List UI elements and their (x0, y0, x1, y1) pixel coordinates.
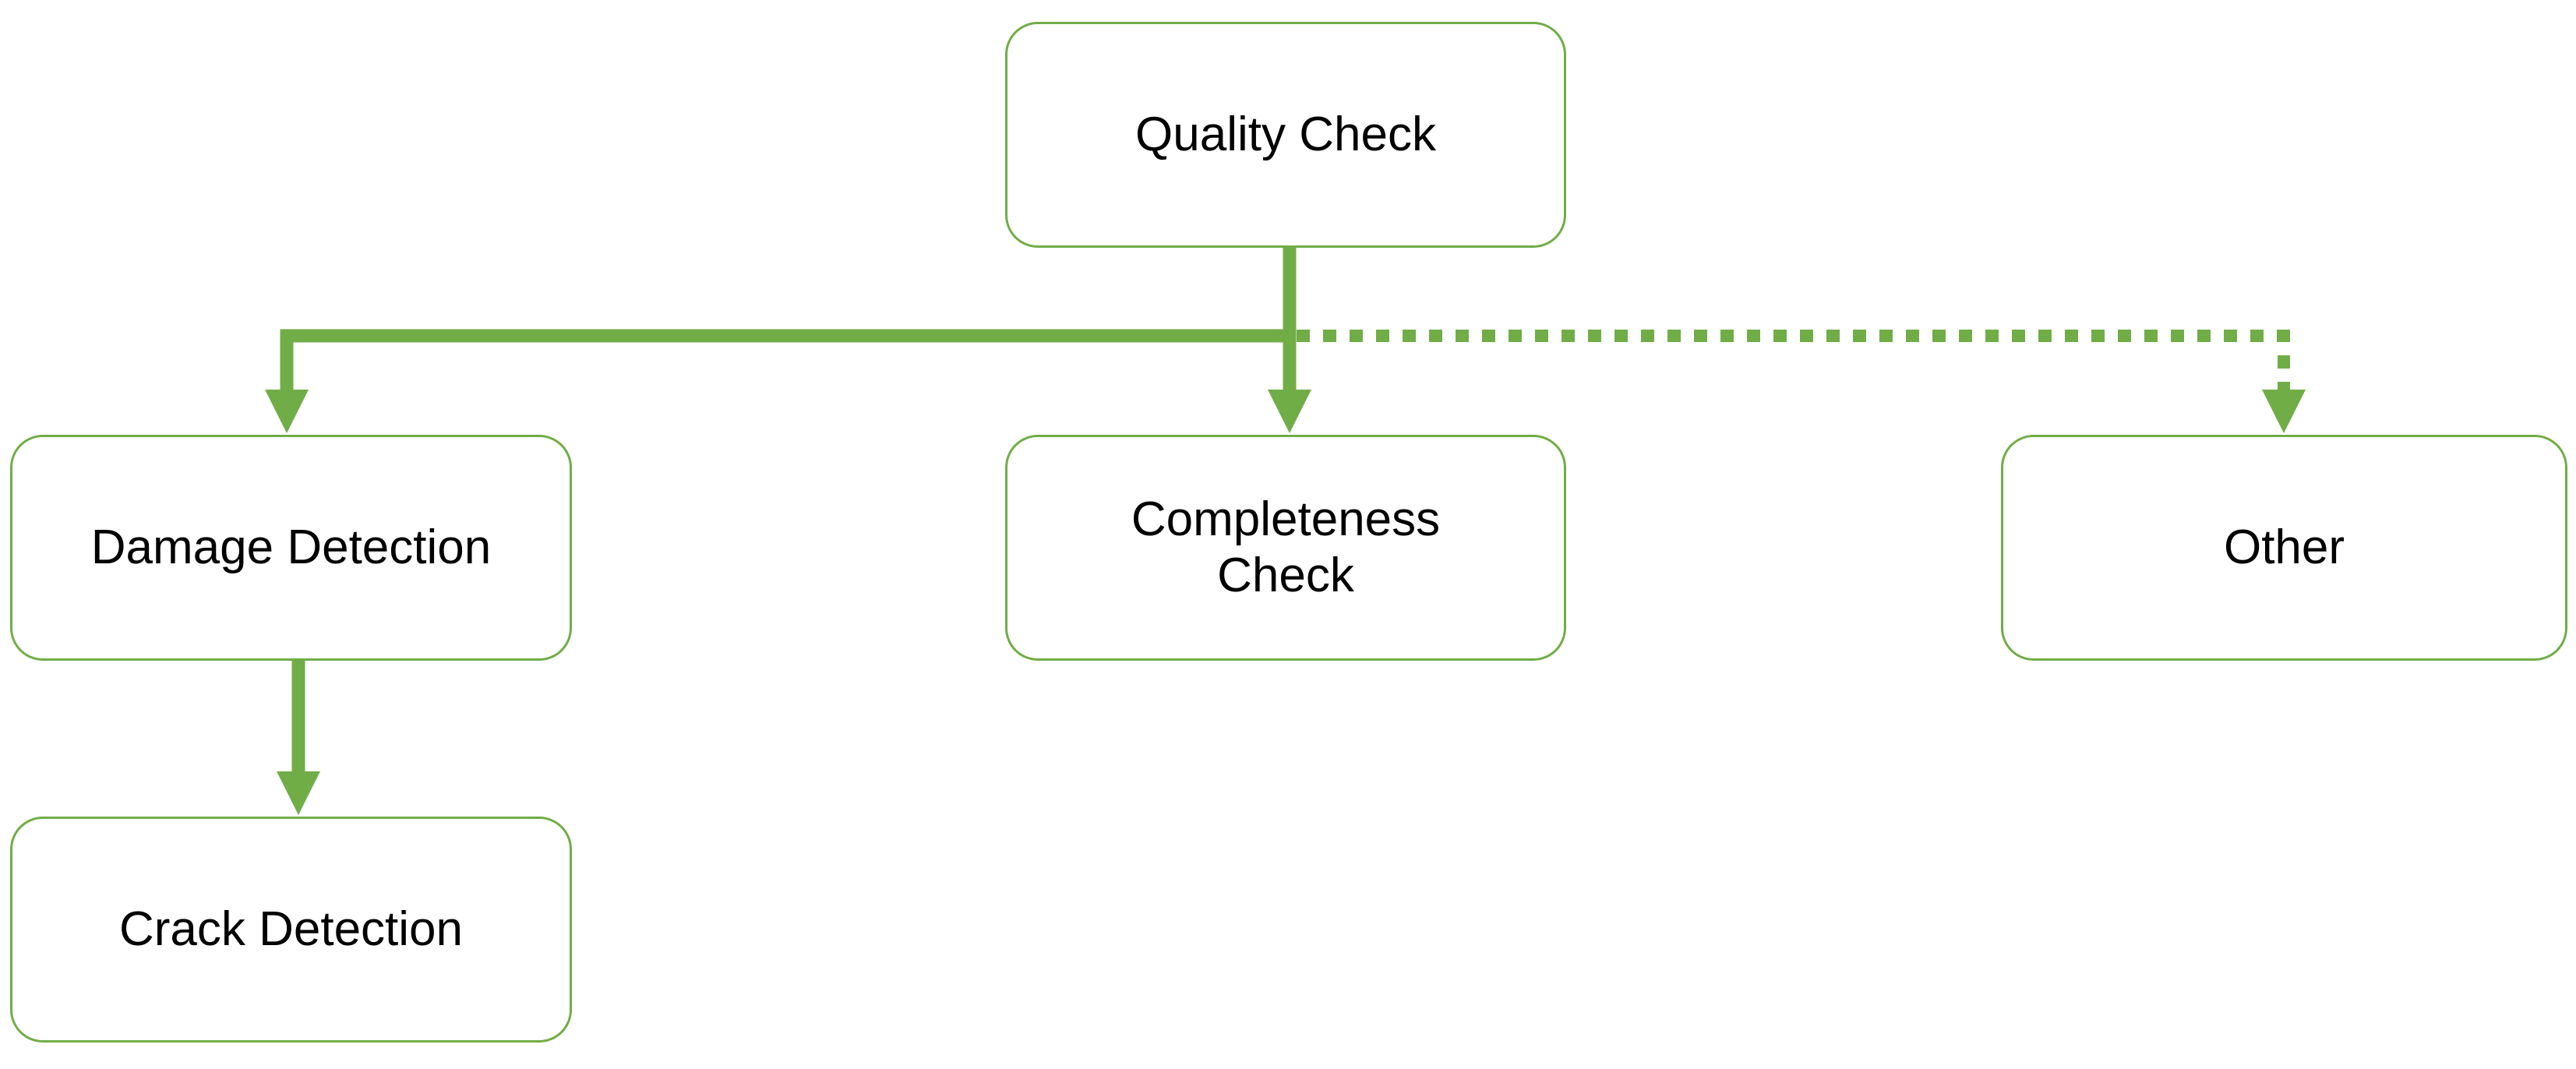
node-damage-detection-label: Damage Detection (90, 520, 492, 575)
node-completeness-check-label: Completeness Check (1131, 492, 1441, 602)
edge-quality-to-damage (265, 329, 1296, 433)
node-crack-detection-label: Crack Detection (118, 902, 464, 957)
node-crack-detection[interactable]: Crack Detection (10, 817, 572, 1043)
node-quality-check[interactable]: Quality Check (1005, 22, 1566, 248)
node-other[interactable]: Other (2001, 435, 2567, 661)
edge-quality-to-other (1297, 330, 2306, 433)
edge-damage-to-crack (277, 661, 320, 815)
node-damage-detection[interactable]: Damage Detection (10, 435, 572, 661)
edge-quality-to-completeness (1268, 248, 1311, 433)
node-other-label: Other (2223, 520, 2345, 575)
node-completeness-check[interactable]: Completeness Check (1005, 435, 1566, 661)
node-quality-check-label: Quality Check (1135, 108, 1436, 162)
